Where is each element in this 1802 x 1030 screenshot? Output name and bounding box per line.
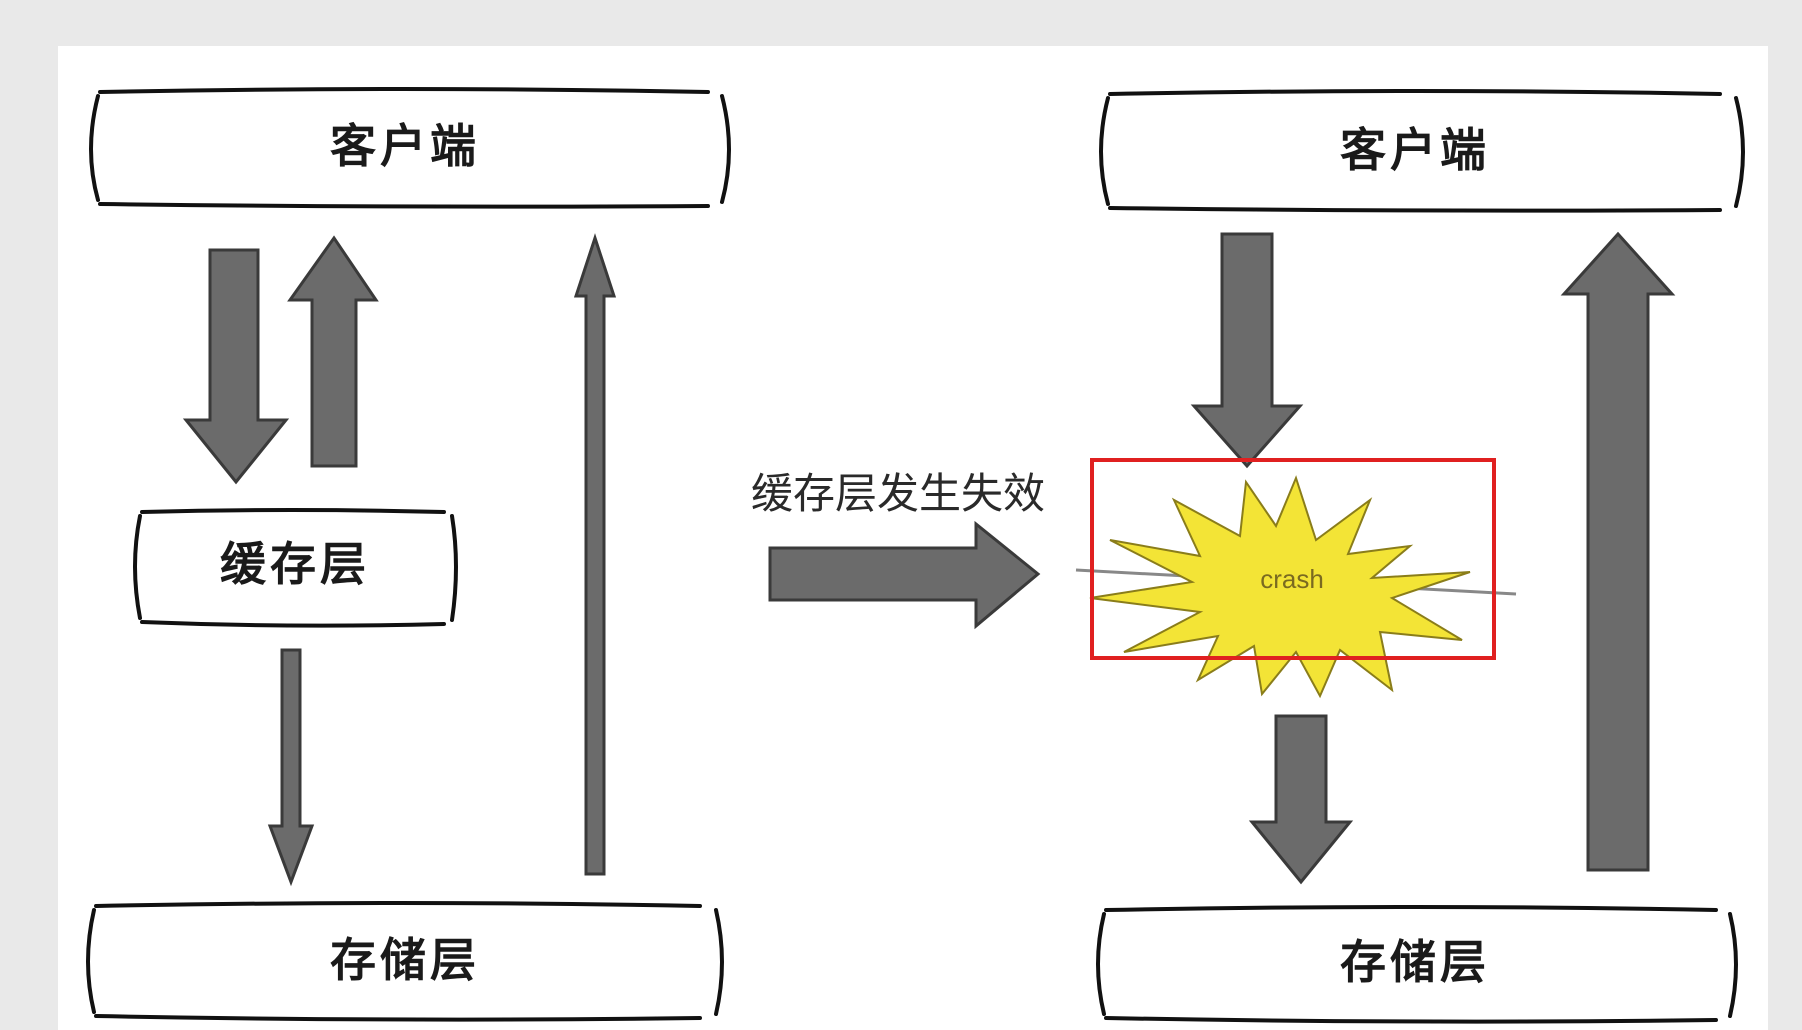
left-cache-label: 缓存层 bbox=[220, 537, 370, 591]
left-storage-label: 存储层 bbox=[330, 933, 480, 987]
crash-icon: crash bbox=[1075, 475, 1517, 699]
right-client-label: 客户端 bbox=[1340, 123, 1490, 177]
left-client-box: 客户端 bbox=[89, 87, 731, 209]
transition-caption: 缓存层发生失效 bbox=[751, 469, 1045, 518]
left-arrow-client-to-cache bbox=[182, 248, 290, 485]
left-arrow-cache-to-client bbox=[287, 235, 379, 468]
left-arrow-storage-to-client bbox=[573, 233, 617, 876]
right-arrow-storage-to-client bbox=[1560, 231, 1676, 872]
left-cache-box: 缓存层 bbox=[133, 508, 458, 628]
left-storage-box: 存储层 bbox=[86, 901, 724, 1022]
right-client-box: 客户端 bbox=[1099, 89, 1745, 213]
crash-highlight-box bbox=[1090, 458, 1496, 660]
right-diagram: 客户端 crash 存储层 bbox=[1075, 89, 1745, 1024]
right-storage-box: 存储层 bbox=[1096, 905, 1738, 1024]
transition-arrow-icon bbox=[768, 520, 1041, 630]
right-arrow-client-to-cache bbox=[1190, 232, 1304, 469]
right-storage-label: 存储层 bbox=[1340, 935, 1490, 989]
crash-label: crash bbox=[1260, 564, 1324, 594]
left-diagram: 客户端 缓存层 存储层 bbox=[86, 87, 731, 1022]
left-arrow-cache-to-storage bbox=[267, 648, 315, 887]
left-client-label: 客户端 bbox=[330, 119, 480, 173]
right-arrow-cache-to-storage bbox=[1248, 714, 1354, 885]
crash-burst bbox=[1089, 475, 1471, 699]
transition: 缓存层发生失效 bbox=[751, 469, 1045, 630]
